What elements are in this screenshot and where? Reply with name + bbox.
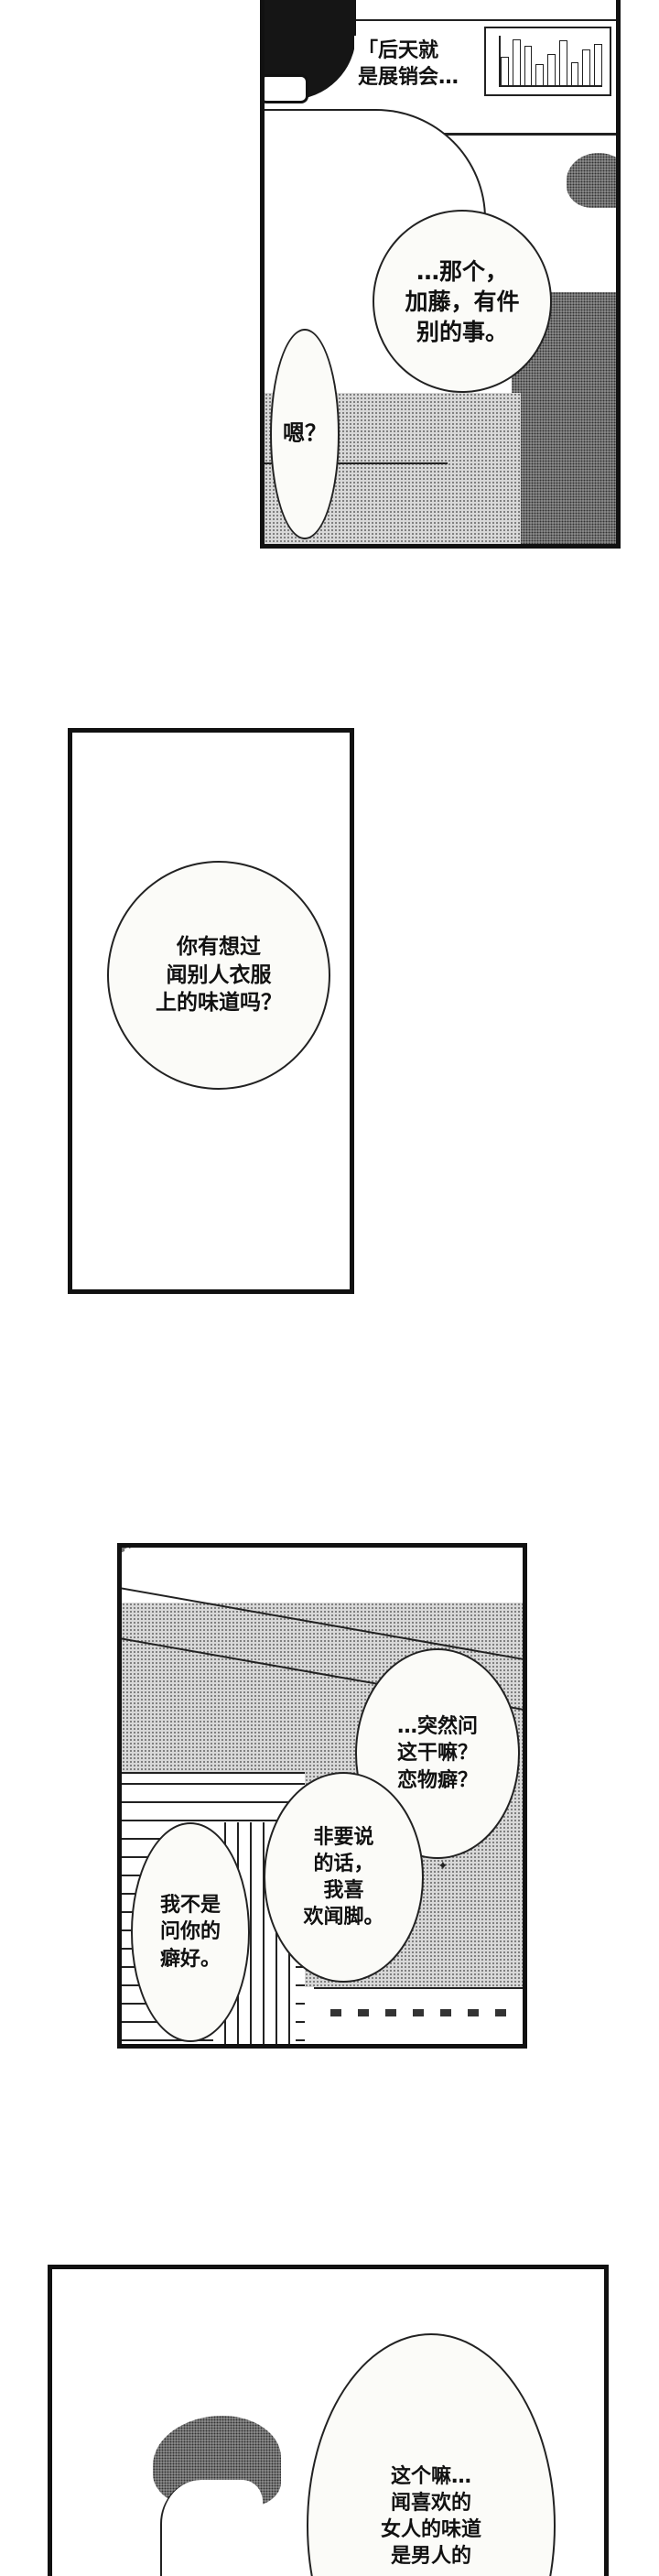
speech-bubble: 我不是 问你的 癖好。 — [131, 1822, 250, 2042]
board-bar — [594, 43, 603, 85]
board-bar — [501, 57, 509, 85]
board-bar — [524, 45, 533, 85]
manga-panel-1: 「后天就 是展销会… …那个， 加藤，有件 别的事。 嗯？ — [260, 0, 621, 549]
chart-board-bars — [499, 36, 603, 87]
board-bar — [535, 64, 545, 85]
character-face — [160, 2480, 263, 2576]
speech-text: 这个嘛… 闻喜欢的 女人的味道 是男人的 — [380, 2465, 481, 2569]
speech-text: …那个， 加藤，有件 别的事。 — [405, 257, 520, 345]
board-bar — [570, 61, 579, 85]
caption-text: 「后天就 是展销会… — [354, 36, 463, 93]
background-character-hair — [567, 153, 616, 208]
building-low — [314, 1987, 523, 2044]
glasses — [265, 74, 308, 103]
speech-text: 我不是 问你的 癖好。 — [159, 1894, 221, 1971]
speech-text: 非要说 的话， 我喜 欢闻脚。 — [303, 1825, 384, 1929]
speech-bubble: 嗯？ — [270, 329, 340, 539]
speech-text: 你有想过 闻别人衣服 上的味道吗？ — [156, 935, 282, 1016]
board-bar — [512, 39, 521, 85]
wall-line — [265, 19, 616, 21]
desk-edge — [265, 462, 448, 464]
manga-panel-4: 这个嘛… 闻喜欢的 女人的味道 是男人的 — [48, 2265, 609, 2576]
speech-text: 嗯？ — [283, 420, 327, 447]
speech-text: …突然问 这干嘛？ 恋物癖？ — [396, 1715, 478, 1792]
board-bar — [558, 40, 567, 85]
board-bar — [582, 49, 591, 85]
board-bar — [547, 53, 556, 85]
watermark-text: 更多作品，请下载“番木瓜”APP。 — [122, 1548, 499, 1612]
manga-panel-2: 你有想过 闻别人衣服 上的味道吗？ — [68, 728, 354, 1294]
wall-line — [365, 133, 616, 136]
suit-area — [512, 292, 616, 544]
sparkle-icon: ✦ — [438, 1859, 448, 1874]
speech-bubble: …那个， 加藤，有件 别的事。 — [373, 210, 552, 393]
speech-bubble: 非要说 的话， 我喜 欢闻脚。 — [264, 1772, 424, 1983]
manga-panel-3: 更多作品，请下载“番木瓜”APP。 …突然问 这干嘛？ 恋物癖？ 非要说 的话，… — [117, 1543, 527, 2049]
chart-board — [484, 27, 611, 96]
speech-bubble: 这个嘛… 闻喜欢的 女人的味道 是男人的 — [307, 2333, 556, 2576]
speech-bubble: 你有想过 闻别人衣服 上的味道吗？ — [107, 861, 330, 1090]
